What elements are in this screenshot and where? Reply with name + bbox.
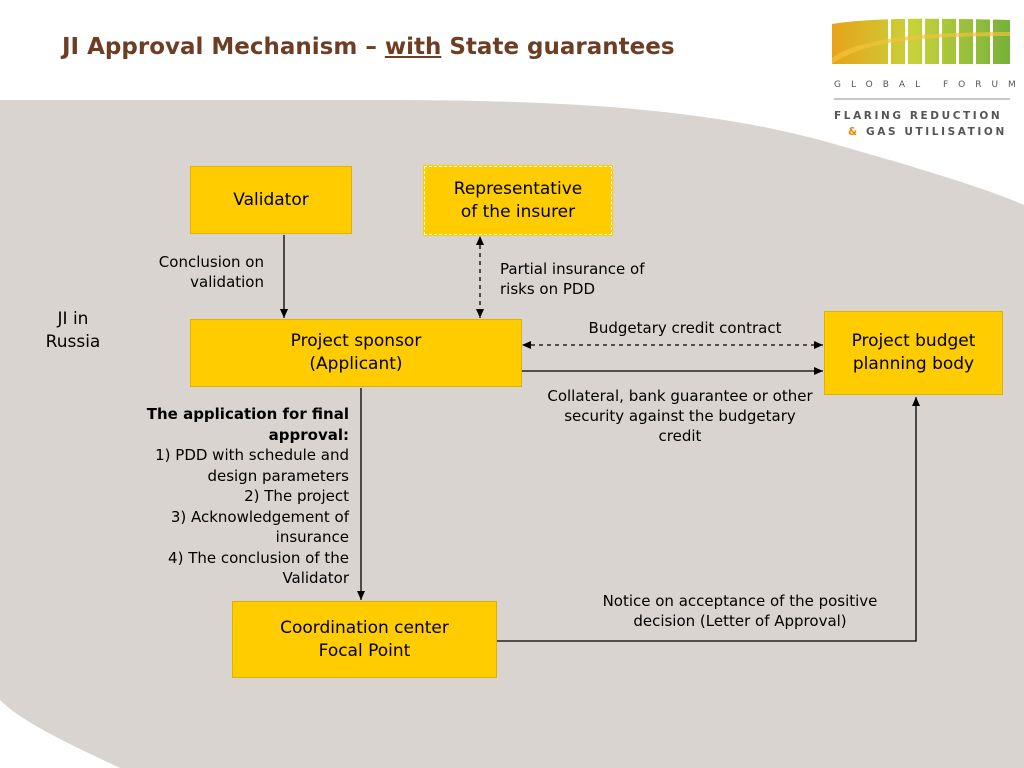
node-budget-planning-body[interactable]: Project budget planning body — [824, 311, 1003, 395]
logo-divider — [834, 98, 1010, 100]
label-notice-letter-of-approval: Notice on acceptance of the positive dec… — [602, 592, 878, 630]
node-budget-planning-body-label: Project budget planning body — [851, 331, 976, 374]
node-project-sponsor-label: Project sponsor (Applicant) — [290, 331, 422, 374]
arrow-notice-to-budget — [497, 397, 920, 642]
logo-gas-text: & GAS UTILISATION — [848, 126, 1007, 138]
node-coordination-center[interactable]: Coordination center Focal Point — [232, 601, 497, 678]
node-validator[interactable]: Validator — [190, 166, 352, 234]
node-project-sponsor[interactable]: Project sponsor (Applicant) — [190, 319, 522, 387]
label-partial-insurance: Partial insurance of risks on PDD — [500, 260, 645, 298]
application-list-item: 4) The conclusion of the Validator — [168, 548, 349, 588]
application-list: The application for final approval: 1) P… — [60, 404, 349, 589]
node-coordination-center-label: Coordination center Focal Point — [280, 617, 449, 661]
node-validator-label: Validator — [233, 189, 309, 210]
side-label-ji-russia: JI in Russia — [45, 309, 101, 352]
logo-bars-icon — [832, 18, 1010, 64]
global-forum-logo: GLOBAL FORUM FLARING REDUCTION & GAS UTI… — [832, 18, 1024, 138]
label-collateral: Collateral, bank guarantee or other secu… — [547, 387, 813, 445]
application-list-item: 2) The project — [244, 487, 349, 505]
node-insurer-label: Representative of the insurer — [453, 178, 583, 222]
page-title: JI Approval Mechanism – with State guara… — [62, 34, 675, 60]
application-list-item: 3) Acknowledgement of insurance — [170, 507, 349, 547]
logo-flaring-text: FLARING REDUCTION — [834, 110, 1003, 122]
label-budgetary-credit-contract: Budgetary credit contract — [588, 319, 782, 337]
label-conclusion-on-validation: Conclusion on validation — [158, 253, 264, 291]
application-list-heading: The application for final approval: — [146, 405, 349, 444]
node-insurer[interactable]: Representative of the insurer — [423, 165, 613, 236]
logo-global-forum-text: GLOBAL FORUM — [834, 80, 1024, 90]
application-list-item: 1) PDD with schedule and design paramete… — [155, 446, 349, 485]
